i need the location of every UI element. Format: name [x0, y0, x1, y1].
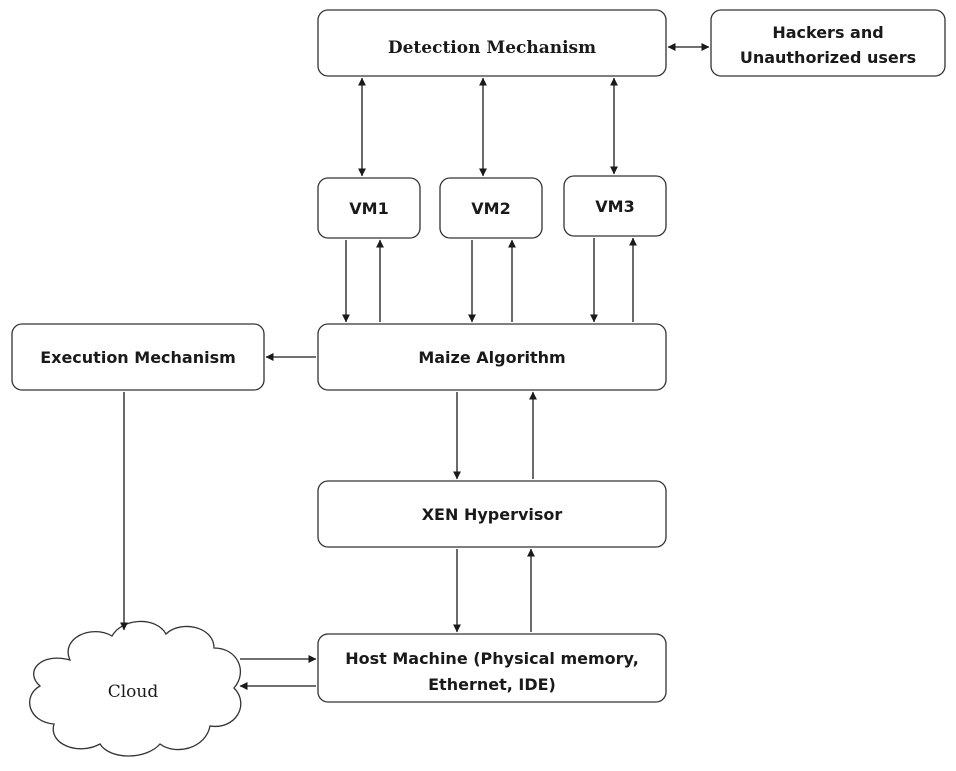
cloud-shape	[29, 620, 242, 757]
vm3-label: VM3	[595, 197, 634, 216]
node-execution-mechanism: Execution Mechanism	[11, 323, 265, 391]
node-cloud: Cloud	[29, 620, 242, 757]
detection-label: Detection Mechanism	[388, 38, 596, 58]
node-xen-hypervisor: XEN Hypervisor	[317, 480, 667, 548]
host-box	[317, 633, 667, 703]
execution-box	[11, 323, 265, 391]
node-maize-algorithm: Maize Algorithm	[317, 323, 667, 391]
node-host-machine: Host Machine (Physical memory, Ethernet,…	[317, 633, 667, 703]
maize-label: Maize Algorithm	[418, 348, 565, 367]
vm3-box	[563, 175, 667, 237]
host-label-line2: Ethernet, IDE)	[428, 675, 556, 694]
vm1-box	[317, 177, 421, 239]
cloud-label: Cloud	[108, 682, 159, 702]
vm1-label: VM1	[349, 199, 388, 218]
vm2-box	[439, 177, 543, 239]
xen-box	[317, 480, 667, 548]
execution-label: Execution Mechanism	[40, 348, 236, 367]
xen-label: XEN Hypervisor	[422, 505, 563, 524]
hackers-label-line2: Unauthorized users	[740, 48, 916, 67]
node-vm1: VM1	[317, 177, 421, 239]
node-vm2: VM2	[439, 177, 543, 239]
hackers-label-line1: Hackers and	[772, 23, 883, 42]
node-hackers: Hackers and Unauthorized users	[710, 9, 946, 77]
host-label-line1: Host Machine (Physical memory,	[345, 649, 639, 668]
maize-box	[317, 323, 667, 391]
node-detection-mechanism: Detection Mechanism	[317, 9, 667, 77]
vm2-label: VM2	[471, 199, 510, 218]
detection-box	[317, 9, 667, 77]
node-vm3: VM3	[563, 175, 667, 237]
hackers-box	[710, 9, 946, 77]
